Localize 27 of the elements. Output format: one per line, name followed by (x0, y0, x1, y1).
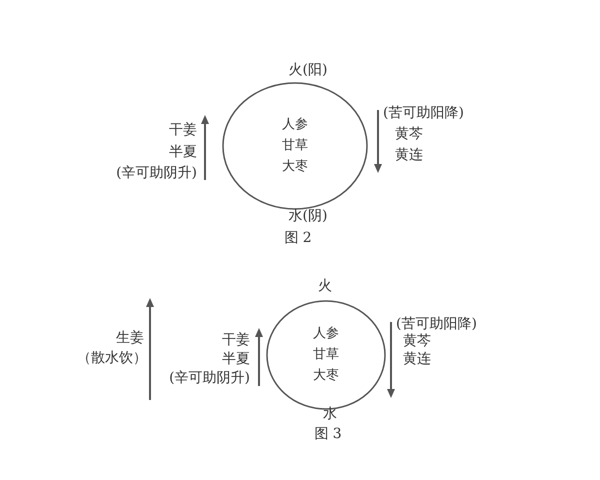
herb-name: 生姜 (116, 330, 144, 346)
effect-note: （散水饮） (77, 350, 147, 366)
element-label: 水 (323, 406, 337, 422)
herb-name: 甘草 (281, 138, 309, 154)
effect-note: (苦可助阳降) (396, 316, 477, 332)
figure-caption: 图 2 (284, 230, 312, 246)
effect-note: (苦可助阳降) (383, 105, 464, 121)
herb-name: 甘草 (312, 346, 340, 362)
herb-name: 黄连 (395, 147, 423, 163)
herb-name: 大枣 (312, 368, 340, 384)
herb-name: 黄芩 (395, 126, 423, 142)
herb-name: 黄连 (403, 351, 431, 367)
herb-name: 半夏 (222, 351, 250, 367)
figure-caption: 图 3 (314, 426, 342, 442)
herb-name: 半夏 (169, 144, 197, 160)
herb-name: 人参 (281, 116, 309, 132)
herb-name: 干姜 (169, 122, 197, 138)
herb-name: 人参 (312, 326, 340, 342)
effect-note: (辛可助阴升) (116, 165, 197, 181)
element-label: 火(阳) (288, 62, 328, 78)
herb-name: 干姜 (222, 332, 250, 348)
herb-name: 黄芩 (403, 333, 431, 349)
element-label: 水(阴) (288, 208, 328, 224)
circle-outline (222, 82, 368, 210)
effect-note: (辛可助阴升) (169, 370, 250, 386)
herb-name: 大枣 (281, 158, 309, 174)
element-label: 火 (318, 278, 332, 294)
